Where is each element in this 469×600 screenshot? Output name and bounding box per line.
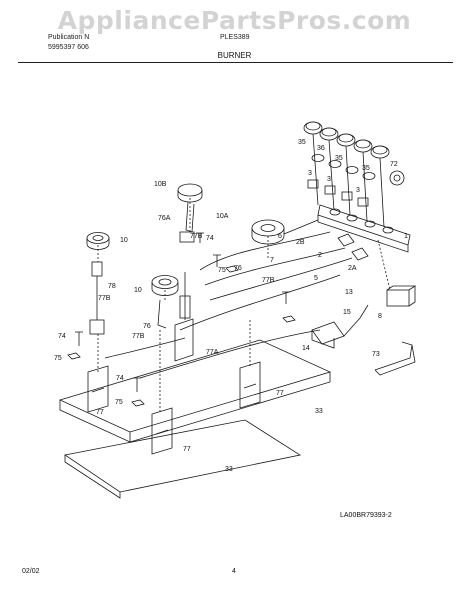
callout-3a: 3 xyxy=(308,170,312,177)
callout-6: 6 xyxy=(278,233,282,240)
manifold-assembly xyxy=(317,204,411,253)
model-number: PLES389 xyxy=(220,34,250,41)
burner-10-middle xyxy=(151,272,191,329)
publication-label: Publication N xyxy=(48,34,90,41)
callout-76-mid: 76 xyxy=(234,265,242,272)
footer-date: 02/02 xyxy=(22,568,40,575)
callout-74-upper: 74 xyxy=(206,235,214,242)
callout-2b: 2B xyxy=(296,239,305,246)
callout-75-left: 75 xyxy=(54,355,62,362)
callout-3b: 3 xyxy=(327,176,331,183)
callout-13: 13 xyxy=(345,289,353,296)
callout-36: 36 xyxy=(317,145,325,152)
callout-7: 7 xyxy=(270,257,274,264)
callout-33-lower: 33 xyxy=(225,466,233,473)
callout-2a: 2A xyxy=(348,265,357,272)
callout-77a: 77A xyxy=(206,349,219,356)
part-callouts: 1 2 2A 2B 3 3 3 5 6 7 8 10 10 10A 10B 13… xyxy=(54,139,408,473)
burner-base-pans xyxy=(58,339,332,499)
regulator-15 xyxy=(311,304,369,349)
knob-set xyxy=(303,121,405,186)
callout-10b: 10B xyxy=(154,181,167,188)
diagram-reference-code: LA00BR79393-2 xyxy=(340,512,392,519)
callout-77b-mid: 77B xyxy=(132,333,145,340)
callout-77-left: 77 xyxy=(96,409,104,416)
callout-15: 15 xyxy=(343,309,351,316)
callout-76a: 76A xyxy=(158,215,171,222)
callout-77-right: 77 xyxy=(276,390,284,397)
callout-77-bottom: 77 xyxy=(183,446,191,453)
callout-1: 1 xyxy=(404,233,408,240)
callout-35b: 35 xyxy=(335,155,343,162)
callout-75-lower: 75 xyxy=(115,399,123,406)
header-rule xyxy=(18,62,453,63)
callout-77b-right: 77B xyxy=(262,277,275,284)
callout-77b-upper: 77B xyxy=(190,233,203,240)
callout-33-upper: 33 xyxy=(315,408,323,415)
callout-2: 2 xyxy=(318,252,322,259)
callout-8: 8 xyxy=(378,313,382,320)
callout-14: 14 xyxy=(302,345,310,352)
callout-72: 72 xyxy=(390,161,398,168)
section-title: BURNER xyxy=(217,51,252,60)
publication-number: 5995397 606 xyxy=(48,44,89,51)
callout-35a: 35 xyxy=(298,139,306,146)
burner-10a xyxy=(251,219,319,245)
callout-10a: 10A xyxy=(216,213,229,220)
callout-10-middle: 10 xyxy=(134,287,142,294)
spark-module-8 xyxy=(386,285,417,307)
callout-73: 73 xyxy=(372,351,380,358)
callout-75-upper: 75 xyxy=(218,267,226,274)
callout-77b-left: 77B xyxy=(98,295,111,302)
callout-3c: 3 xyxy=(356,187,360,194)
callout-78: 78 xyxy=(108,283,116,290)
footer-page-number: 4 xyxy=(232,568,236,575)
callout-74-left: 74 xyxy=(58,333,66,340)
callout-74-lower: 74 xyxy=(116,375,124,382)
burner-10-upper xyxy=(86,232,110,335)
callout-5: 5 xyxy=(314,275,318,282)
burner-10b xyxy=(177,183,203,243)
callout-10-upper: 10 xyxy=(120,237,128,244)
callout-35c: 35 xyxy=(362,165,370,172)
callout-76-lower: 76 xyxy=(143,323,151,330)
